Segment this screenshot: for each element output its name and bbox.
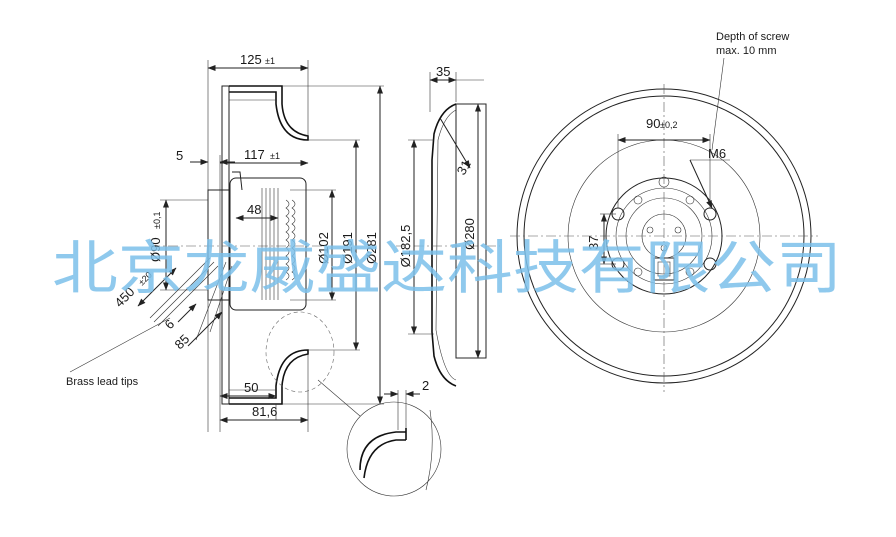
depth-note-line1: Depth of screw: [716, 31, 789, 43]
inlet-ring-view: 35 31 Ø182,5 Ø280: [396, 64, 500, 387]
dim-dia-90-tol: ±0,1: [152, 212, 162, 229]
dim-6-label: 6: [162, 316, 178, 332]
dim-48-label: 48: [247, 202, 261, 217]
motor-rotor: [229, 177, 307, 311]
dim-117-tol: ±1: [270, 151, 280, 161]
dim-31-label: 31: [454, 157, 474, 177]
shroud-top: [229, 85, 309, 141]
shroud-bottom: [229, 349, 309, 405]
dim-90-tol: ±0,2: [660, 120, 677, 130]
dim-dia-102-label: Ø102: [316, 232, 331, 264]
dim-dia-191-label: Ø191: [340, 232, 355, 264]
dim-dia-280-label: Ø280: [462, 218, 477, 250]
dim-dia-182-5-label: Ø182,5: [398, 225, 413, 268]
connector-box: [653, 257, 675, 281]
dim-125-tol: ±1: [265, 56, 275, 66]
front-view: 90 ±0,2 M6 Depth of screw max. 10 mm 37: [510, 31, 818, 392]
dim-37-label: 37: [586, 236, 601, 250]
back-plate: [221, 85, 230, 405]
dim-125-label: 125: [240, 52, 262, 67]
dim-m6-label: M6: [708, 146, 726, 161]
dim-117-label: 117: [244, 147, 265, 162]
side-view: 125 ±1 5 117 ±1: [66, 52, 384, 432]
dim-dia-90-label: Ø90: [148, 237, 163, 262]
dim-90-label: 90: [646, 116, 660, 131]
detail-view: 2: [317, 378, 442, 497]
dim-50-label: 50: [244, 380, 258, 395]
brass-lead-tips-label: Brass lead tips: [66, 376, 139, 388]
dim-35-label: 35: [436, 64, 450, 79]
dim-5-label: 5: [176, 148, 183, 163]
dim-81-6-label: 81,6: [252, 404, 277, 419]
watermark-text: 北京龙威盛达科技有限公司: [52, 234, 842, 302]
depth-note-line2: max. 10 mm: [716, 45, 777, 57]
detail-marker-circle: [265, 311, 335, 393]
dim-dia-281-label: Ø281: [364, 232, 379, 264]
dim-2-label: 2: [422, 378, 429, 393]
dim-85-label: 85: [172, 331, 193, 352]
detail-circle: [346, 401, 442, 497]
